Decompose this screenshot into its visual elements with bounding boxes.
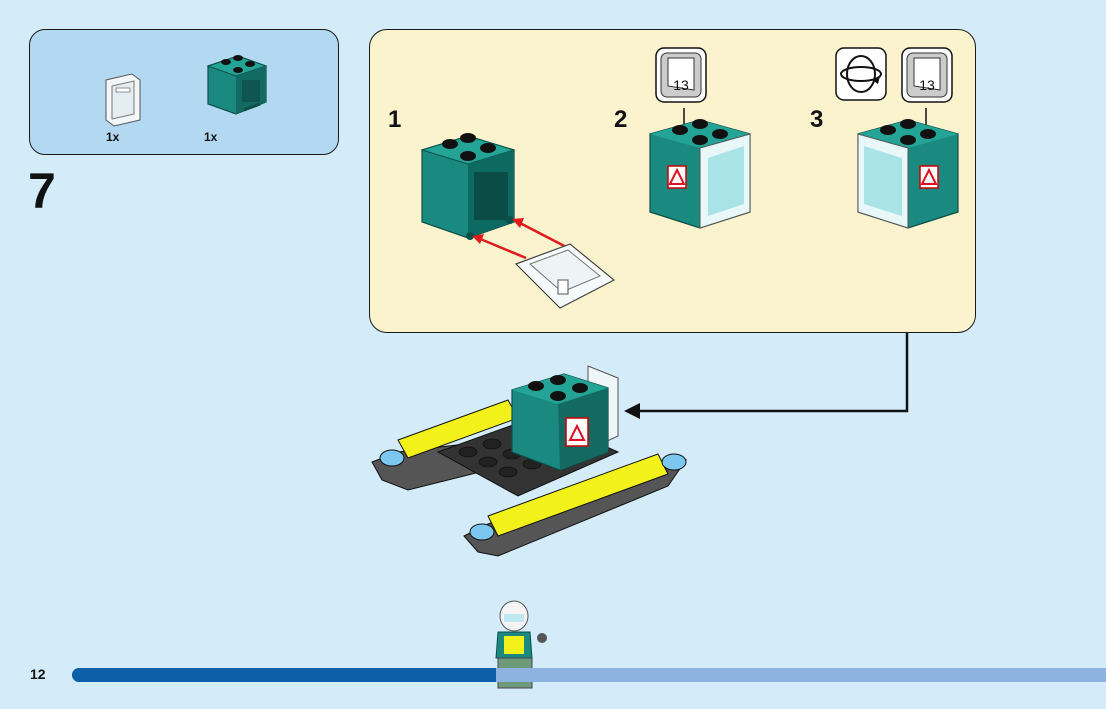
sticker-callout-3: 13 (901, 47, 953, 103)
substep-1-illustration (420, 133, 616, 309)
part-qty-2: 1x (204, 130, 218, 144)
progress-bar-fill (72, 668, 496, 682)
sticker-number-2: 13 (673, 77, 689, 93)
substep-2-illustration (649, 108, 751, 229)
rotate-model-icon (835, 47, 887, 101)
step-number: 7 (28, 163, 56, 219)
substep-number-3: 3 (810, 106, 824, 133)
page-number: 12 (30, 666, 46, 682)
substep-number-1: 1 (388, 106, 402, 133)
substep-3-illustration (857, 108, 959, 229)
sticker-number-3: 13 (919, 77, 935, 93)
parts-list: 1x 1x (29, 29, 339, 155)
minifigure-icon (495, 600, 547, 689)
main-model-illustration (371, 365, 688, 557)
progress-bar (72, 668, 1106, 682)
teal-container-part (206, 55, 268, 115)
part-qty-1: 1x (106, 130, 120, 144)
substep-callout: 1 2 3 13 (369, 29, 976, 333)
substep-number-2: 2 (614, 106, 628, 133)
transparent-panel-part (105, 73, 141, 127)
callout-connector-arrow (624, 333, 909, 419)
sticker-callout-2: 13 (655, 47, 707, 103)
